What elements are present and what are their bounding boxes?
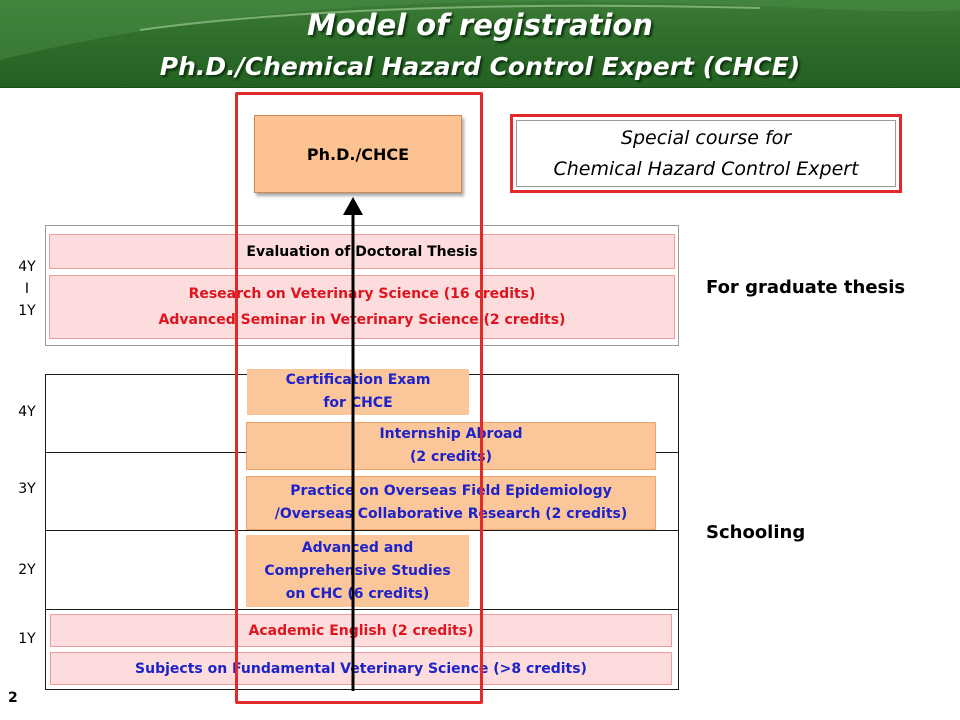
research-label: Research on Veterinary Science (16 credi… bbox=[188, 286, 536, 302]
schooling-label: Schooling bbox=[706, 522, 806, 543]
internship-abroad-box: Internship Abroad (2 credits) bbox=[246, 422, 656, 470]
evaluation-label: Evaluation of Doctoral Thesis bbox=[246, 243, 478, 260]
special-course-line1: Special course for bbox=[620, 126, 792, 149]
year-label-3y: 3Y bbox=[18, 481, 36, 497]
seminar-label: Advanced Seminar in Veterinary Science (… bbox=[158, 312, 566, 328]
thesis-year-end: 1Y bbox=[18, 303, 36, 319]
page-number: 2 bbox=[8, 690, 18, 706]
fundamental-subjects-label: Subjects on Fundamental Veterinary Scien… bbox=[135, 660, 587, 677]
year-divider-3-2 bbox=[45, 530, 679, 531]
overseas-practice-box: Practice on Overseas Field Epidemiology … bbox=[246, 476, 656, 530]
evaluation-doctoral-thesis-bar: Evaluation of Doctoral Thesis bbox=[49, 234, 675, 269]
advanced-line1: Advanced and bbox=[301, 539, 414, 556]
advanced-line2: Comprehensive Studies bbox=[264, 562, 451, 579]
practice-line2: /Overseas Collaborative Research (2 cred… bbox=[274, 506, 628, 522]
academic-english-bar: Academic English (2 credits) bbox=[50, 614, 672, 647]
academic-english-label: Academic English (2 credits) bbox=[248, 622, 474, 639]
progress-arrow bbox=[343, 197, 363, 691]
page-subtitle: Ph.D./Chemical Hazard Control Expert (CH… bbox=[159, 52, 801, 81]
year-divider-2-1 bbox=[45, 609, 679, 610]
chce-track-highlight-frame bbox=[235, 92, 483, 704]
page-title: Model of registration bbox=[307, 8, 653, 42]
certification-line2: for CHCE bbox=[323, 395, 393, 411]
advanced-line3: on CHC (6 credits) bbox=[285, 585, 430, 602]
internship-line1: Internship Abroad bbox=[379, 426, 523, 442]
thesis-year-separator: I bbox=[24, 281, 30, 297]
certification-line1: Certification Exam bbox=[285, 372, 431, 388]
practice-line1: Practice on Overseas Field Epidemiology bbox=[290, 483, 612, 499]
thesis-year-start: 4Y bbox=[18, 259, 36, 275]
year-label-2y: 2Y bbox=[18, 562, 36, 578]
fundamental-subjects-bar: Subjects on Fundamental Veterinary Scien… bbox=[50, 652, 672, 685]
advanced-studies-box: Advanced and Comprehensive Studies on CH… bbox=[246, 535, 469, 607]
graduate-thesis-label: For graduate thesis bbox=[706, 277, 906, 298]
header-swoosh-decoration bbox=[0, 0, 960, 88]
special-course-line2: Chemical Hazard Control Expert bbox=[553, 157, 859, 180]
certification-exam-box: Certification Exam for CHCE bbox=[247, 369, 469, 415]
special-course-callout: Special course for Chemical Hazard Contr… bbox=[516, 120, 896, 187]
year-label-4y: 4Y bbox=[18, 404, 36, 420]
year-label-1y: 1Y bbox=[18, 631, 36, 647]
internship-line2: (2 credits) bbox=[410, 449, 492, 465]
phd-chce-goal-box: Ph.D./CHCE bbox=[254, 115, 462, 193]
special-course-outer-border bbox=[510, 114, 902, 193]
header-banner: Model of registration Ph.D./Chemical Haz… bbox=[0, 0, 960, 88]
research-seminar-bar: Research on Veterinary Science (16 credi… bbox=[49, 275, 675, 339]
